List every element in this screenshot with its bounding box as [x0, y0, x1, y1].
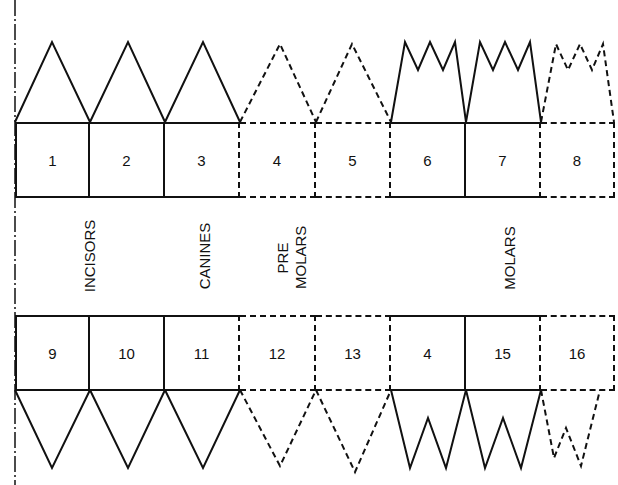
tooth-number: 16	[569, 345, 586, 362]
incisor-crown	[90, 390, 165, 468]
tooth-number: 6	[423, 152, 431, 169]
tooth-box: 13	[316, 315, 391, 391]
tooth-group-label: CANINES	[196, 201, 214, 311]
molar-crown	[391, 42, 466, 122]
canine-crown	[165, 42, 240, 122]
tooth-box: 8	[541, 122, 615, 198]
tooth-number: 11	[194, 345, 210, 362]
tooth-number: 15	[494, 345, 511, 362]
tooth-box: 4	[240, 122, 316, 198]
premolar-crown	[316, 44, 391, 122]
tooth-box: 2	[90, 122, 165, 198]
tooth-box: 11	[165, 315, 240, 391]
tooth-box: 4	[391, 315, 466, 391]
incisor-crown	[15, 390, 90, 468]
tooth-box: 7	[466, 122, 541, 198]
tooth-box: 12	[240, 315, 316, 391]
molar-crown	[466, 42, 541, 122]
tooth-number: 3	[197, 152, 205, 169]
tooth-box: 15	[466, 315, 541, 391]
tooth-number: 7	[498, 152, 506, 169]
canine-crown	[165, 390, 240, 468]
tooth-number: 4	[423, 345, 431, 362]
molar-crown	[541, 44, 614, 122]
tooth-box: 5	[316, 122, 391, 198]
tooth-number: 8	[573, 152, 581, 169]
tooth-box: 6	[391, 122, 466, 198]
tooth-box: 16	[541, 315, 615, 391]
molar-crown	[541, 390, 600, 466]
molar-crown	[466, 390, 541, 468]
premolar-crown	[240, 390, 316, 466]
tooth-group-label: PRE MOLARS	[274, 227, 310, 289]
tooth-group-label: INCISORS	[81, 201, 99, 311]
tooth-number: 12	[269, 345, 286, 362]
tooth-number: 1	[48, 152, 56, 169]
tooth-number: 4	[273, 152, 281, 169]
premolar-crown	[316, 390, 391, 472]
premolar-crown	[240, 44, 316, 122]
tooth-box: 9	[15, 315, 90, 391]
midline	[14, 0, 16, 485]
tooth-box: 1	[15, 122, 90, 198]
molar-crown	[391, 390, 466, 468]
tooth-number: 9	[48, 345, 56, 362]
tooth-number: 13	[344, 345, 361, 362]
incisor-crown	[15, 42, 90, 122]
incisor-crown	[90, 42, 165, 122]
tooth-number: 10	[118, 345, 135, 362]
tooth-group-label: MOLARS	[501, 203, 519, 313]
tooth-box: 3	[165, 122, 240, 198]
tooth-number: 5	[348, 152, 356, 169]
tooth-box: 10	[90, 315, 165, 391]
tooth-number: 2	[122, 152, 130, 169]
